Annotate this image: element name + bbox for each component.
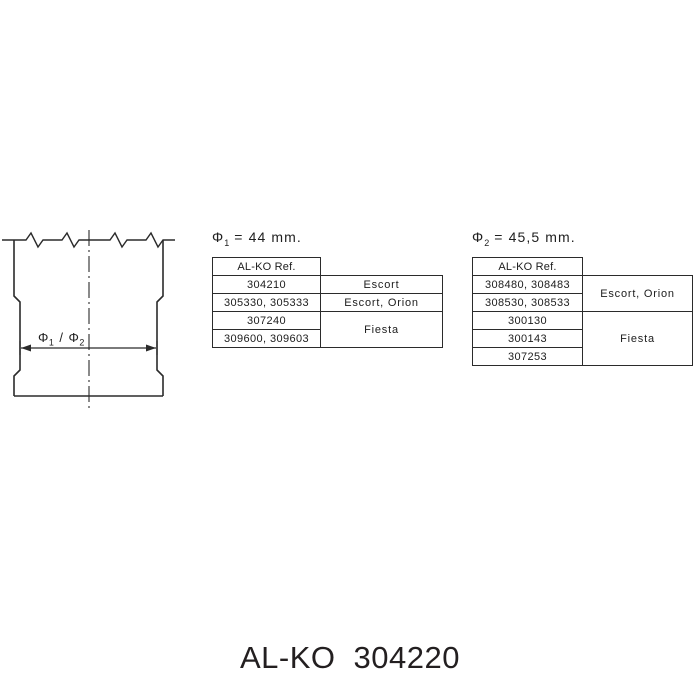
ref-cell: 308480, 308483 [472, 275, 583, 294]
table-row: 300130 Fiesta [472, 311, 693, 366]
phi2-heading-subscript: 2 [484, 237, 490, 248]
table-header-model-empty [583, 258, 693, 276]
table-row: 308480, 308483 Escort, Orion [472, 275, 693, 312]
diameter-dimension-label: Φ1/Φ2 [38, 330, 85, 348]
body-outline-right [156, 240, 164, 396]
phi1-heading-subscript: 1 [224, 237, 230, 248]
watermark: AL-KO 304220 [0, 640, 700, 676]
reference-table-phi1: AL-KO Ref. 304210 Escort 305330, 305333 … [212, 257, 443, 348]
dimension-separator: / [59, 330, 64, 345]
ref-cell: 308530, 308533 [472, 293, 583, 312]
table-header-alko-ref: AL-KO Ref. [472, 257, 583, 276]
watermark-brand: AL-KO [240, 640, 336, 675]
ref-cell: 300130 [472, 311, 583, 330]
watermark-code: 304220 [353, 640, 460, 675]
drawing-svg [2, 230, 175, 408]
phi2-heading-unit: mm. [545, 229, 576, 245]
table-row: 307240 Fiesta [212, 311, 443, 348]
ref-cell: 300143 [472, 329, 583, 348]
ref-cell: 305330, 305333 [212, 293, 321, 312]
ref-cell: 304210 [212, 275, 321, 294]
reference-table-phi2: AL-KO Ref. 308480, 308483 Escort, Orion … [472, 257, 693, 366]
technical-drawing [0, 218, 200, 413]
model-cell: Fiesta [582, 311, 693, 366]
model-cell: Fiesta [320, 311, 443, 348]
table-row: 304210 Escort [212, 275, 443, 294]
phi1-subscript: 1 [48, 337, 55, 348]
dimension-arrowhead-right [146, 344, 156, 352]
phi2-heading-value: 45,5 [508, 229, 541, 245]
phi1-heading-value: 44 [248, 229, 267, 245]
phi1-heading-unit: mm. [271, 229, 302, 245]
table-row: 309600, 309603 [212, 329, 443, 348]
spec-heading-phi1: Φ1 = 44 mm. [212, 229, 302, 248]
phi2-heading-equals: = [494, 229, 504, 245]
table-header-model-empty [321, 258, 443, 276]
phi1-heading-symbol: Φ [212, 229, 225, 245]
table-row: 305330, 305333 Escort, Orion [212, 293, 443, 312]
ref-cell: 307253 [472, 347, 583, 366]
model-cell: Escort, Orion [320, 293, 443, 312]
phi2-subscript: 2 [79, 337, 85, 348]
phi2-symbol: Φ [68, 330, 80, 345]
table-row: AL-KO Ref. [212, 257, 443, 276]
table-row: AL-KO Ref. [472, 257, 693, 276]
table-header-alko-ref: AL-KO Ref. [212, 257, 321, 276]
ref-cell: 309600, 309603 [212, 329, 321, 348]
table-row: 308530, 308533 [472, 293, 693, 312]
table-row: 307253 [472, 347, 693, 366]
body-outline-left [13, 240, 21, 396]
ref-cell: 307240 [212, 311, 321, 330]
dimension-arrowhead-left [21, 344, 31, 352]
model-cell: Escort [320, 275, 443, 294]
phi2-heading-symbol: Φ [472, 229, 485, 245]
model-cell: Escort, Orion [582, 275, 693, 312]
phi1-symbol: Φ [38, 330, 49, 345]
spec-heading-phi2: Φ2 = 45,5 mm. [472, 229, 576, 248]
phi1-heading-equals: = [234, 229, 244, 245]
break-line-top [2, 231, 175, 249]
